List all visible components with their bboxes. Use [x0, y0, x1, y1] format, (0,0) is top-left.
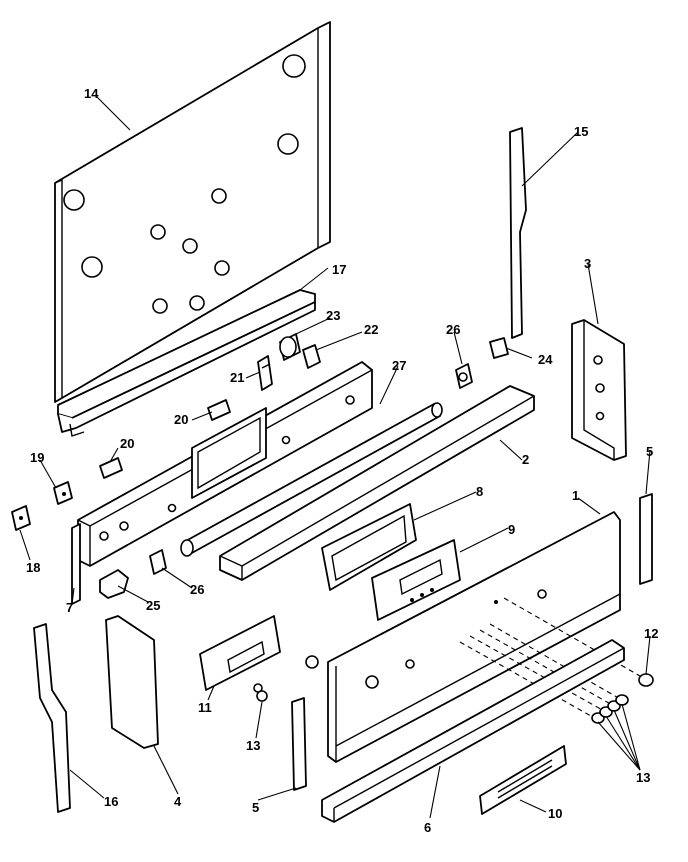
part-23-bushing	[279, 333, 301, 361]
part-27-tube	[180, 402, 443, 557]
callout-23: 23	[326, 308, 340, 323]
callout-11: 11	[198, 700, 212, 715]
part-19-clip	[53, 481, 73, 505]
part-4-insulation	[105, 615, 159, 749]
callout-4: 4	[174, 794, 182, 809]
part-5-strip-lower	[291, 697, 307, 791]
part-26-grommet-a	[455, 363, 473, 389]
callout-2: 2	[522, 452, 529, 467]
callout-21: 21	[230, 370, 244, 385]
callout-5-lower: 5	[252, 800, 259, 815]
part-5-strip-right	[639, 493, 653, 585]
callout-1: 1	[572, 488, 579, 503]
part-21-bracket	[257, 355, 273, 391]
part-3-end-bracket	[571, 319, 627, 461]
part-24-clip	[489, 337, 509, 359]
part-7-control-frame	[71, 361, 373, 605]
part-8-bezel	[321, 503, 417, 591]
part-11-switch-module	[199, 615, 281, 693]
callout-7: 7	[66, 600, 73, 615]
callout-22: 22	[364, 322, 378, 337]
callout-17: 17	[332, 262, 346, 277]
part-14-back-panel	[54, 21, 331, 403]
callout-12: 12	[644, 626, 658, 641]
callout-19: 19	[30, 450, 44, 465]
part-15-side-strip	[509, 127, 527, 339]
part-26-grommet-b	[149, 549, 167, 575]
callout-27: 27	[392, 358, 406, 373]
callout-6: 6	[424, 820, 431, 835]
knob-right-of-11	[305, 655, 319, 669]
part-18-clip	[11, 505, 31, 531]
callout-5-right: 5	[646, 444, 653, 459]
callout-18: 18	[26, 560, 40, 575]
callout-8: 8	[476, 484, 483, 499]
part-20-screw-a	[207, 399, 231, 421]
part-20-screw-b	[99, 457, 123, 479]
callout-13-cluster: 13	[636, 770, 650, 785]
callout-26-lower: 26	[190, 582, 204, 597]
callout-14: 14	[84, 86, 99, 101]
callout-labels: 14 15 17 3 23 22 26 24 21 27 20 20 19 2 …	[26, 86, 658, 835]
callout-20-upper: 20	[174, 412, 188, 427]
callout-24: 24	[538, 352, 553, 367]
part-13-knobs	[591, 694, 629, 724]
part-22-clip	[302, 344, 321, 369]
part-10-vent-plate	[479, 745, 567, 815]
callout-16: 16	[104, 794, 118, 809]
part-25-bracket	[99, 569, 129, 599]
part-1-front-panel	[327, 511, 621, 763]
leader-lines	[19, 95, 651, 819]
part-16-long-strip	[33, 623, 71, 813]
part-9-clock-module	[371, 539, 461, 621]
callout-15: 15	[574, 124, 588, 139]
part-2-trim-channel	[219, 385, 535, 581]
callout-26-upper: 26	[446, 322, 460, 337]
callout-20-lower: 20	[120, 436, 134, 451]
part-12-knob	[638, 673, 654, 687]
callout-25: 25	[146, 598, 160, 613]
callout-9: 9	[508, 522, 515, 537]
part-6-base-trim	[321, 639, 625, 823]
part-17-rail	[57, 289, 316, 437]
callout-10: 10	[548, 806, 562, 821]
part-13-knob-single	[256, 690, 268, 702]
callout-13-single: 13	[246, 738, 260, 753]
callout-3: 3	[584, 256, 591, 271]
